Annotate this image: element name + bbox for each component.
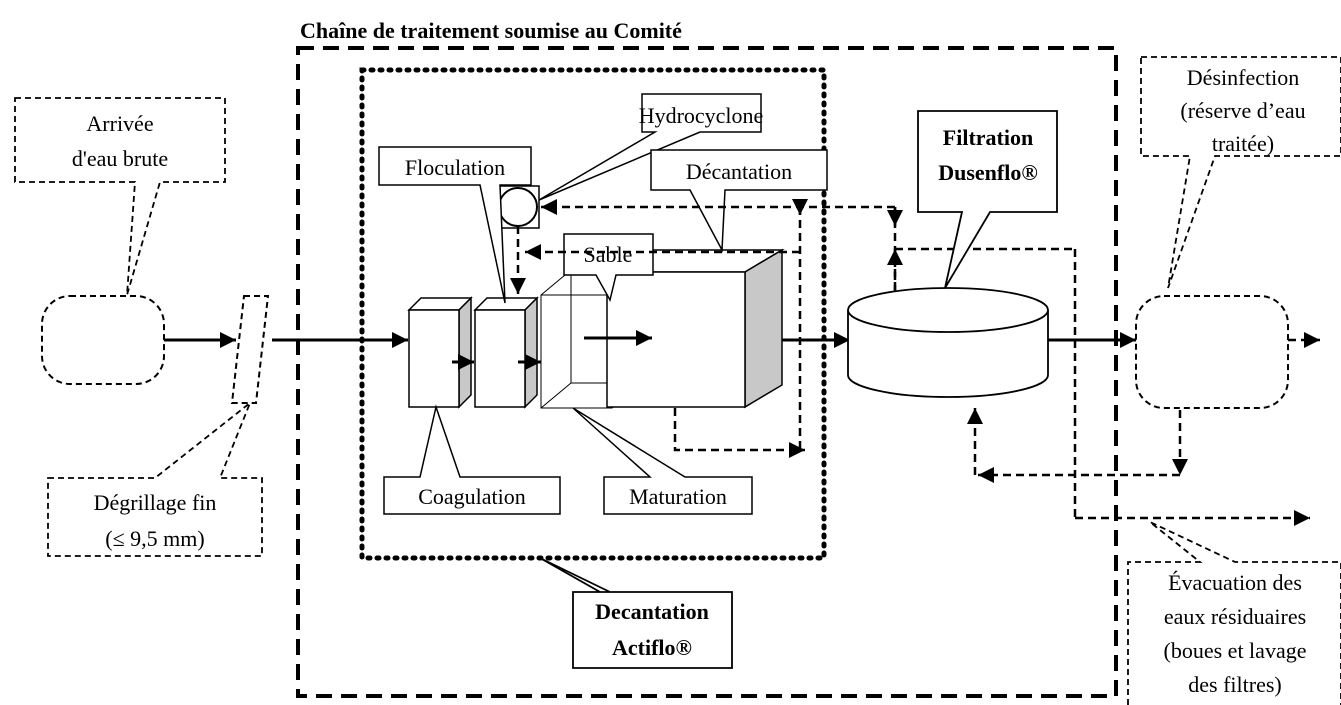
- recirculation-lines: [510, 199, 1310, 526]
- filtration-cylinder: [847, 287, 1049, 398]
- callout-desinfection-line1: Désinfection: [1187, 65, 1299, 90]
- callout-evacuation-line2: eaux résiduaires: [1164, 604, 1306, 629]
- callout-sable-label: Sable: [584, 242, 633, 267]
- callout-desinfection: Désinfection (réserve d’eau traitée): [1140, 56, 1341, 289]
- callout-desinfection-line2: (réserve d’eau: [1180, 98, 1305, 123]
- callout-maturation-label: Maturation: [629, 484, 727, 509]
- callout-degrillage-line2: (≤ 9,5 mm): [105, 526, 204, 551]
- hydrocyclone: [498, 187, 538, 227]
- diagram-title: Chaîne de traitement soumise au Comité: [300, 18, 682, 43]
- callout-filtration-line2: Dusenflo®: [938, 160, 1038, 185]
- callout-evacuation-line4: des filtres): [1188, 672, 1281, 697]
- callout-hydrocyclone-label: Hydrocyclone: [639, 103, 764, 128]
- callout-filtration-line1: Filtration: [943, 125, 1033, 150]
- callout-evacuation-line3: (boues et lavage: [1164, 638, 1307, 663]
- callout-arrivee: Arrivée d'eau brute: [14, 97, 226, 296]
- callout-decantation: Décantation: [650, 149, 828, 253]
- callout-evacuation-line1: Évacuation des: [1168, 570, 1302, 595]
- callout-sable: Sable: [563, 233, 654, 303]
- callout-actiflo-line2: Actiflo®: [612, 635, 692, 660]
- callout-coagulation: Coagulation: [383, 404, 561, 515]
- actiflo-boundary: [359, 67, 827, 561]
- callout-maturation: Maturation: [572, 407, 753, 515]
- callout-floculation: Floculation: [378, 146, 532, 304]
- callout-hydrocyclone: Hydrocyclone: [538, 93, 764, 201]
- callout-coagulation-label: Coagulation: [418, 484, 526, 509]
- callout-decantation-label: Décantation: [686, 159, 792, 184]
- tank-coagulation: [407, 296, 473, 409]
- raw-water-intake: [41, 295, 165, 385]
- committee-boundary: [296, 46, 1118, 698]
- callout-degrillage-line1: Dégrillage fin: [94, 490, 217, 515]
- callout-evacuation: Évacuation des eaux résiduaires (boues e…: [1127, 521, 1341, 705]
- treated-water-storage: [1135, 295, 1289, 409]
- callout-arrivee-line1: Arrivée: [86, 111, 153, 136]
- callout-arrivee-line2: d'eau brute: [72, 146, 168, 171]
- callout-degrillage: Dégrillage fin (≤ 9,5 mm): [47, 400, 263, 557]
- callout-floculation-label: Floculation: [405, 155, 505, 180]
- tank-floculation: [473, 296, 539, 409]
- callout-actiflo-line1: Decantation: [595, 599, 709, 624]
- fine-screen: [230, 295, 270, 404]
- callout-desinfection-line3: traitée): [1212, 131, 1274, 156]
- callout-actiflo: Decantation Actiflo®: [539, 557, 733, 669]
- callout-filtration: Filtration Dusenflo®: [917, 110, 1058, 289]
